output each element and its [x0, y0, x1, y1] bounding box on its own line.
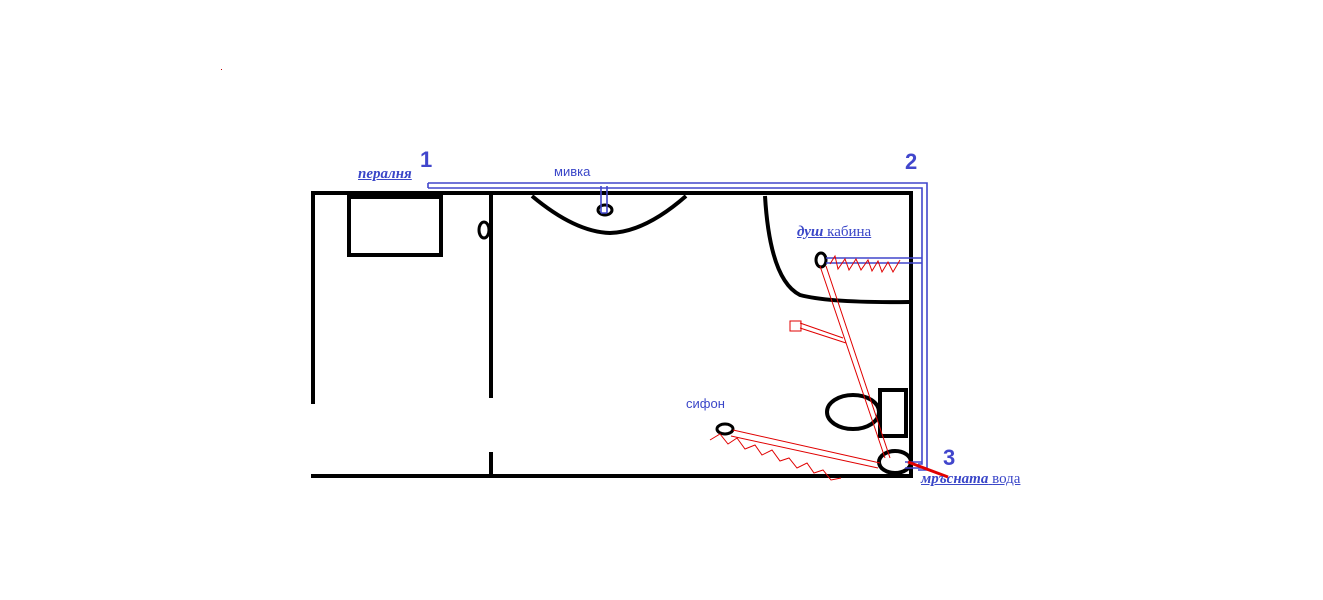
laundry-outlet [477, 220, 491, 240]
point-marker-2: 2 [905, 149, 918, 174]
laundry-label: пералня [358, 166, 412, 182]
siphon-label: сифон [686, 396, 725, 411]
shower-cabin-label: душ кабина [797, 224, 871, 241]
sink-label: мивка [554, 164, 591, 179]
outer-wall-top [311, 191, 913, 404]
waste-rest-word: вода [992, 471, 1021, 487]
point-marker-3: 3 [943, 445, 956, 470]
shower-word: душ [797, 224, 824, 240]
toilet-cistern [878, 388, 908, 438]
drain-pipes [709, 254, 949, 481]
shower-cabin-tray [763, 195, 910, 305]
waste-water-label: мръсната вода [921, 471, 1020, 488]
point-marker-1: 1 [420, 147, 433, 172]
sink-drain [596, 203, 614, 217]
walls [311, 191, 913, 478]
shower-rest-word: кабина [827, 224, 872, 240]
waste-word: мръсната [921, 471, 989, 487]
washing-machine [347, 195, 443, 257]
shower-drain [814, 251, 828, 269]
siphon-drain [715, 422, 735, 436]
sink-basin [530, 194, 688, 236]
stray-red-dot [221, 69, 222, 70]
